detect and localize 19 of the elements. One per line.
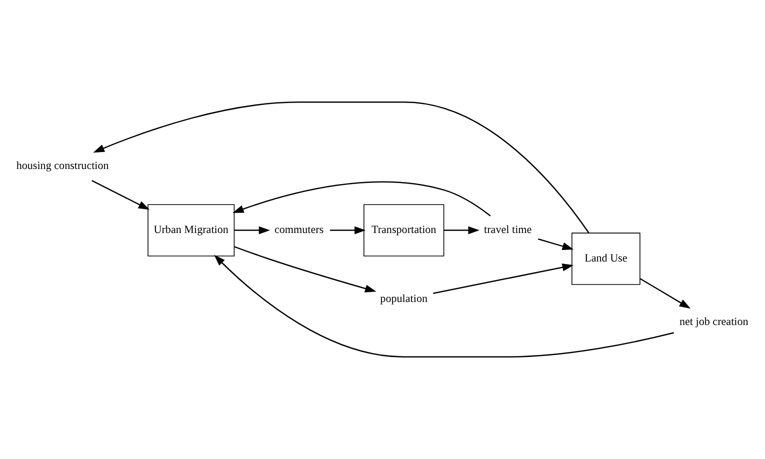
node-text: commuters — [274, 224, 324, 236]
arrow — [92, 180, 150, 210]
arrow — [232, 181, 491, 216]
arrow — [330, 226, 366, 234]
node-box: Urban Migration — [148, 204, 235, 256]
node-box: Land Use — [572, 232, 640, 285]
node-text: population — [380, 293, 428, 306]
node-text: housing construction — [16, 160, 109, 172]
arrow — [234, 226, 270, 234]
arrow — [93, 102, 590, 234]
arrow — [538, 238, 574, 250]
arrow — [214, 254, 674, 358]
arrow — [444, 226, 480, 234]
arrow — [234, 246, 376, 292]
arrow — [640, 278, 691, 309]
node-box: Transportation — [364, 204, 444, 256]
arrow — [433, 263, 574, 294]
node-text: travel time — [484, 224, 532, 236]
node-text: net job creation — [679, 316, 748, 328]
